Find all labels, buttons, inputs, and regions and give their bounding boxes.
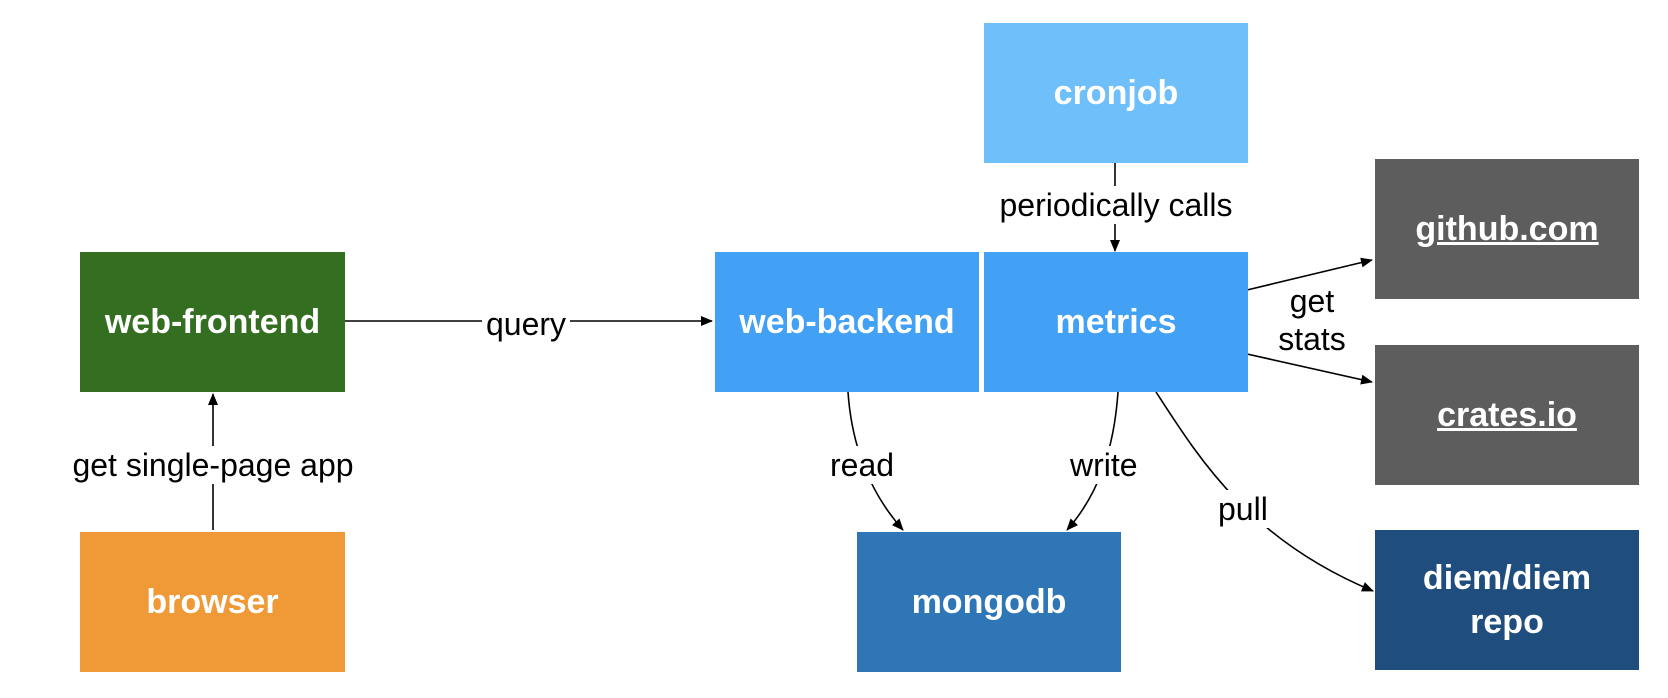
node-metrics: metrics — [984, 252, 1248, 392]
node-web-frontend: web-frontend — [80, 252, 345, 392]
node-diem: diem/diem repo — [1375, 530, 1639, 670]
edge-label-write: write — [1066, 446, 1142, 484]
node-diem-label: diem/diem repo — [1422, 559, 1592, 641]
node-metrics-label: metrics — [1055, 303, 1177, 341]
node-web-frontend-label: web-frontend — [104, 303, 321, 341]
node-cronjob: cronjob — [984, 23, 1248, 163]
node-crates-link[interactable]: crates.io — [1437, 396, 1577, 434]
node-cronjob-label: cronjob — [1053, 74, 1179, 112]
node-mongodb: mongodb — [857, 532, 1121, 672]
edge-label-read: read — [826, 446, 899, 484]
node-github[interactable]: github.com — [1375, 159, 1639, 299]
node-crates[interactable]: crates.io — [1375, 345, 1639, 485]
node-web-backend: web-backend — [715, 252, 979, 392]
edge-get-stats-crates — [1246, 353, 1373, 385]
edge-label-periodically-calls: periodically calls — [985, 186, 1247, 224]
edge-label-pull: pull — [1214, 490, 1272, 528]
node-browser: browser — [80, 532, 345, 672]
node-web-backend-label: web-backend — [739, 303, 955, 341]
edge-label-query: query — [482, 305, 571, 343]
node-browser-label: browser — [146, 583, 279, 621]
edge-get-stats-github — [1246, 257, 1373, 291]
edge-label-get-stats: get stats — [1278, 283, 1346, 357]
node-mongodb-label: mongodb — [911, 583, 1067, 621]
node-github-link[interactable]: github.com — [1415, 210, 1599, 248]
edge-label-get-spa: get single-page app — [56, 446, 370, 484]
